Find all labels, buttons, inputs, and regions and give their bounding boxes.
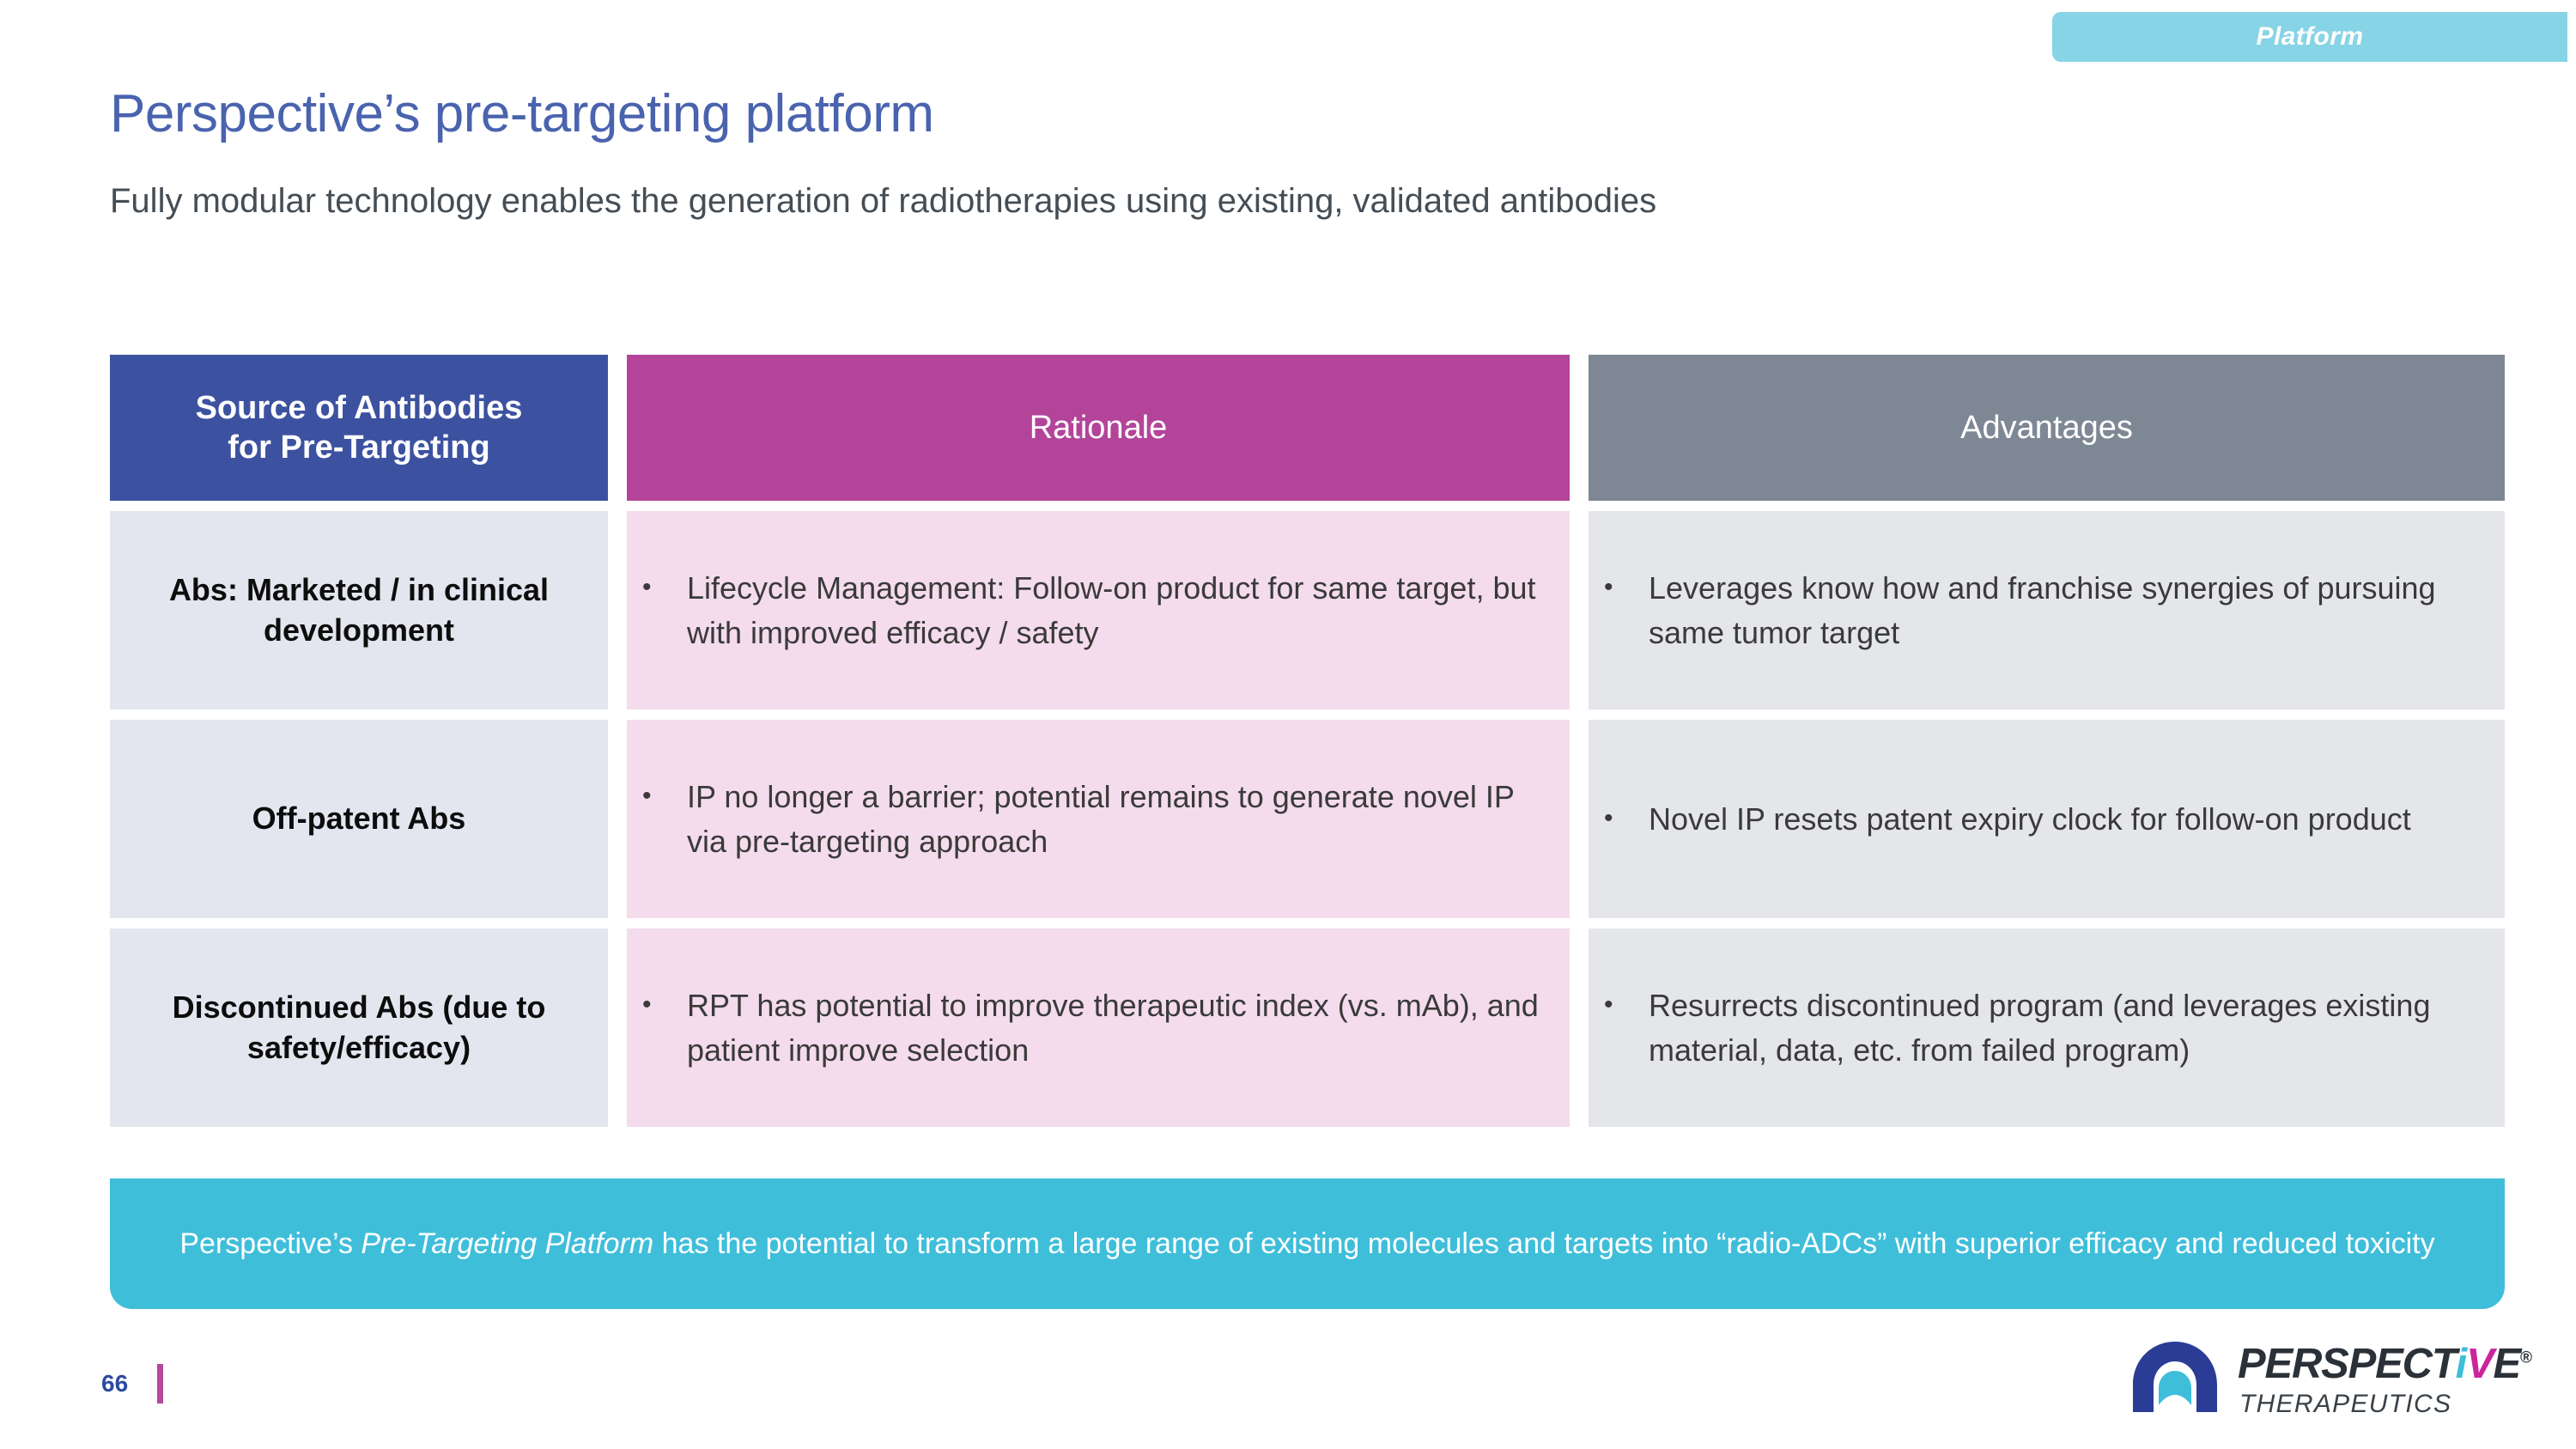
table-header-row: Source of Antibodies for Pre-Targeting R… [110, 355, 2505, 501]
table-row: Off-patent Abs • IP no longer a barrier;… [110, 720, 2505, 918]
section-badge: Platform [2052, 12, 2567, 62]
table-row: Abs: Marketed / in clinical development … [110, 511, 2505, 709]
page-number-divider [157, 1364, 163, 1403]
bullet-icon: • [642, 782, 652, 811]
bullet-item: • Resurrects discontinued program (and l… [1604, 983, 2482, 1071]
bullet-icon: • [642, 573, 652, 602]
cell-advantages: • Resurrects discontinued program (and l… [1589, 928, 2505, 1127]
column-header-source-text: Source of Antibodies for Pre-Targeting [196, 388, 523, 468]
bullet-text: Lifecycle Management: Follow-on product … [687, 570, 1536, 650]
bullet-icon: • [1604, 803, 1613, 832]
logo-word-i: i [2455, 1341, 2468, 1387]
section-badge-label: Platform [2256, 22, 2364, 51]
bullet-item: • IP no longer a barrier; potential rema… [642, 775, 1547, 862]
page-title: Perspective’s pre-targeting platform [110, 84, 934, 143]
bullet-text: Leverages know how and franchise synergi… [1649, 570, 2436, 650]
cell-advantages: • Leverages know how and franchise syner… [1589, 511, 2505, 709]
bullet-icon: • [642, 990, 652, 1020]
page-subtitle: Fully modular technology enables the gen… [110, 182, 1657, 220]
cell-advantages: • Novel IP resets patent expiry clock fo… [1589, 720, 2505, 918]
bullet-icon: • [1604, 573, 1613, 602]
bullet-text: Novel IP resets patent expiry clock for … [1649, 801, 2411, 837]
comparison-table: Source of Antibodies for Pre-Targeting R… [110, 355, 2505, 1137]
logo-tagline: THERAPEUTICS [2239, 1390, 2452, 1418]
column-header-source: Source of Antibodies for Pre-Targeting [110, 355, 608, 501]
column-header-source-line2: for Pre-Targeting [228, 429, 490, 466]
bullet-item: • Lifecycle Management: Follow-on produc… [642, 566, 1547, 654]
bullet-item: • RPT has potential to improve therapeut… [642, 983, 1547, 1071]
bullet-text: RPT has potential to improve therapeutic… [687, 988, 1539, 1068]
callout-prefix: Perspective’s [179, 1227, 361, 1260]
bullet-item: • Leverages know how and franchise syner… [1604, 566, 2482, 654]
column-header-rationale: Rationale [627, 355, 1570, 501]
bullet-text: IP no longer a barrier; potential remain… [687, 779, 1515, 859]
logo-word-e: E [2493, 1341, 2522, 1387]
bullet-item: • Novel IP resets patent expiry clock fo… [1604, 797, 2411, 841]
logo-wordmark: PERSPECTiVE® [2238, 1340, 2532, 1388]
logo-word-v: V [2466, 1341, 2494, 1387]
perspective-logo-mark [2133, 1342, 2217, 1412]
column-header-source-line1: Source of Antibodies [195, 389, 523, 426]
table-row: Discontinued Abs (due to safety/efficacy… [110, 928, 2505, 1127]
registered-trademark-icon: ® [2520, 1349, 2532, 1367]
cell-rationale: • IP no longer a barrier; potential rema… [627, 720, 1570, 918]
company-logo: PERSPECTiVE® THERAPEUTICS [2128, 1338, 2532, 1431]
cell-rationale: • Lifecycle Management: Follow-on produc… [627, 511, 1570, 709]
cell-source: Abs: Marketed / in clinical development [110, 511, 608, 709]
page-number: 66 [101, 1370, 129, 1397]
logo-word-part1: PERSPECT [2238, 1341, 2457, 1387]
callout-emphasis: Pre-Targeting Platform [361, 1227, 654, 1260]
callout-banner: Perspective’s Pre-Targeting Platform has… [110, 1178, 2505, 1309]
column-header-advantages: Advantages [1589, 355, 2505, 501]
bullet-icon: • [1604, 990, 1613, 1020]
cell-source: Discontinued Abs (due to safety/efficacy… [110, 928, 608, 1127]
callout-text: Perspective’s Pre-Targeting Platform has… [179, 1224, 2434, 1264]
cell-rationale: • RPT has potential to improve therapeut… [627, 928, 1570, 1127]
bullet-text: Resurrects discontinued program (and lev… [1649, 988, 2431, 1068]
callout-suffix: has the potential to transform a large r… [653, 1227, 2435, 1260]
cell-source: Off-patent Abs [110, 720, 608, 918]
